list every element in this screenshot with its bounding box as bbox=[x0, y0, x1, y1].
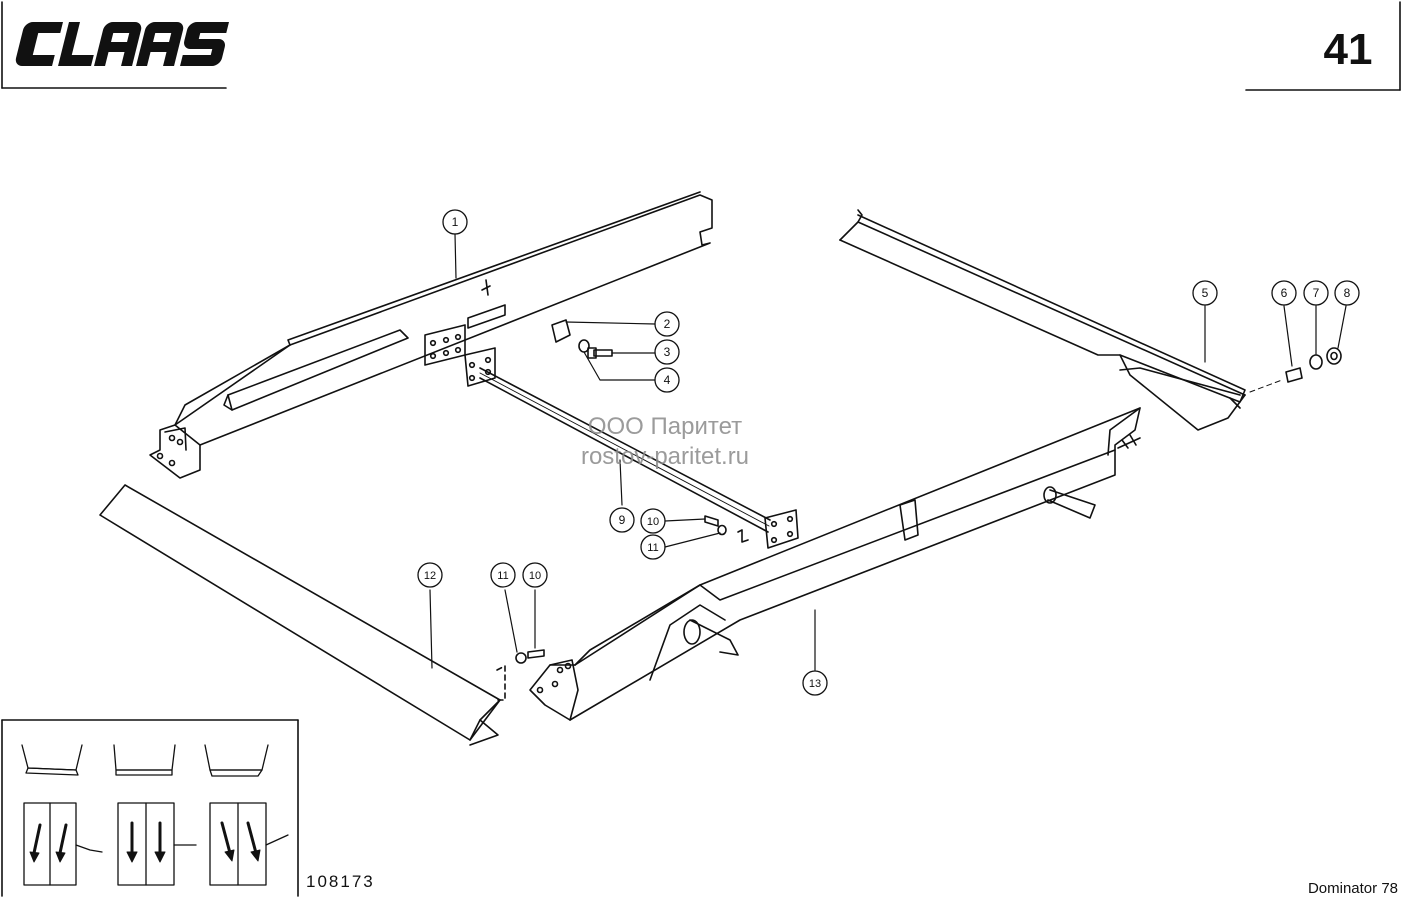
callout-12: 12 bbox=[424, 570, 436, 582]
callouts bbox=[417, 209, 1360, 696]
part-3-bolt bbox=[587, 347, 656, 359]
legend-flow-panels bbox=[23, 802, 289, 886]
part-5-right-profile bbox=[839, 209, 1246, 431]
part-10-11-fasteners-left bbox=[496, 589, 545, 701]
callout-labels: 1 2 3 4 5 6 7 8 9 10 11 12 11 10 13 bbox=[424, 215, 1351, 690]
callout-2: 2 bbox=[664, 317, 671, 331]
callout-11-left: 11 bbox=[497, 570, 508, 582]
part-12-trough bbox=[99, 484, 501, 746]
callout-3: 3 bbox=[664, 345, 671, 359]
part-10-11-fasteners-center bbox=[664, 515, 749, 548]
callout-4: 4 bbox=[664, 373, 671, 387]
part-8-nut bbox=[1326, 305, 1347, 365]
part-6-pin bbox=[1283, 305, 1303, 383]
part-13-lower-frame bbox=[529, 407, 1141, 721]
part-9-cross-tube bbox=[464, 347, 799, 549]
claas-logo bbox=[15, 22, 230, 66]
callout-6: 6 bbox=[1281, 286, 1288, 300]
callout-5: 5 bbox=[1202, 286, 1209, 300]
legend-arrows bbox=[29, 821, 261, 863]
callout-13: 13 bbox=[809, 678, 821, 690]
watermark-company: ООО Паритет bbox=[587, 413, 743, 440]
callout-10-center: 10 bbox=[647, 516, 659, 528]
model-name: Dominator 78 bbox=[1307, 880, 1398, 897]
watermark-url: rostov-paritet.ru bbox=[580, 443, 750, 470]
watermark: ООО Паритет rostov-paritet.ru bbox=[500, 412, 830, 472]
page-number: 41 bbox=[1323, 25, 1373, 74]
callout-1: 1 bbox=[452, 215, 459, 229]
callout-9: 9 bbox=[619, 513, 626, 527]
part-2-bracket bbox=[551, 319, 656, 343]
callout-8: 8 bbox=[1344, 286, 1351, 300]
callout-10-left: 10 bbox=[529, 570, 541, 582]
drawing-number: 108173 bbox=[306, 872, 375, 891]
callout-11-center: 11 bbox=[647, 542, 658, 554]
callout-7: 7 bbox=[1313, 286, 1320, 300]
part-4-washer bbox=[578, 339, 656, 381]
legend-profiles bbox=[21, 744, 269, 777]
part-7-washer bbox=[1309, 305, 1323, 370]
